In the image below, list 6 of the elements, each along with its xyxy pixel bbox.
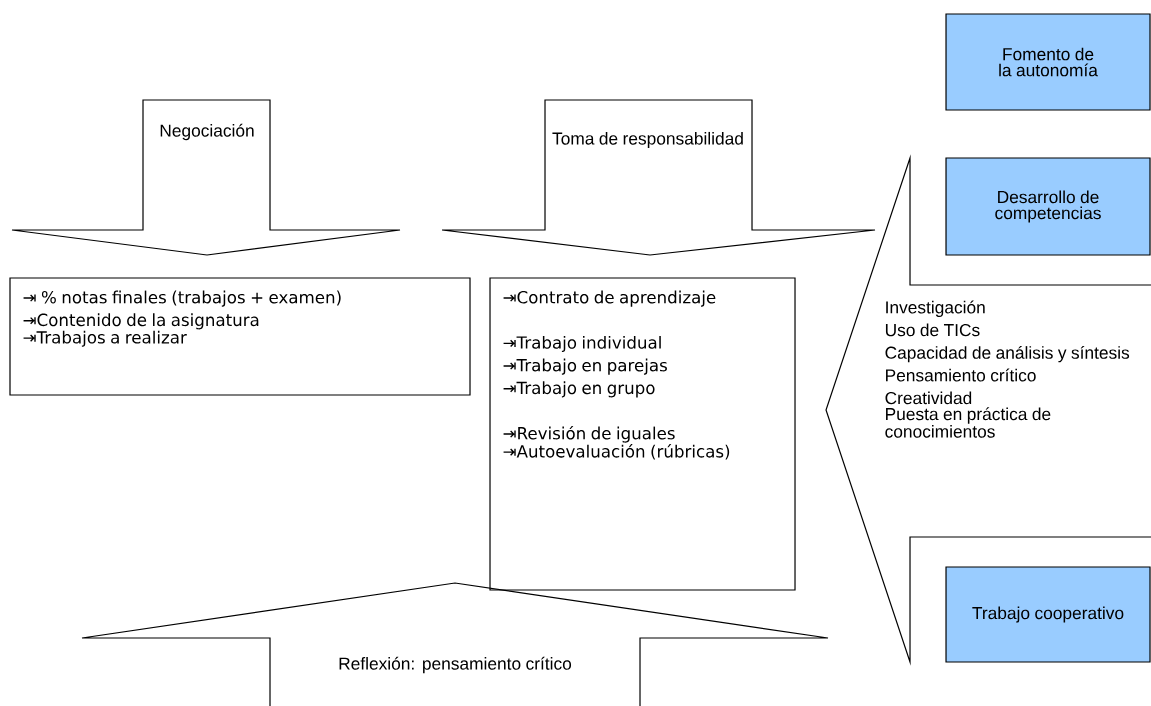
up-arrow-callout: Reflexión: pensamiento crítico [81, 582, 829, 706]
list-box: ⇥Contrato de aprendizaje ⇥Trabajo individual ⇥Trabajo en parejas ⇥Trabajo en grupo ⇥Revisión de iguales ⇥Autoevaluación (rúbricas) [489, 277, 796, 591]
down-arrow-callout: Toma de responsabilidad [441, 99, 876, 256]
down-arrow-callout: Negociación [11, 99, 401, 256]
concept-box: Fomento de la autonomía [945, 13, 1151, 111]
list-box: ⇥ % notas finales (trabajos + examen) ⇥Contenido de la asignatura ⇥Trabajos a realizar [9, 277, 471, 396]
